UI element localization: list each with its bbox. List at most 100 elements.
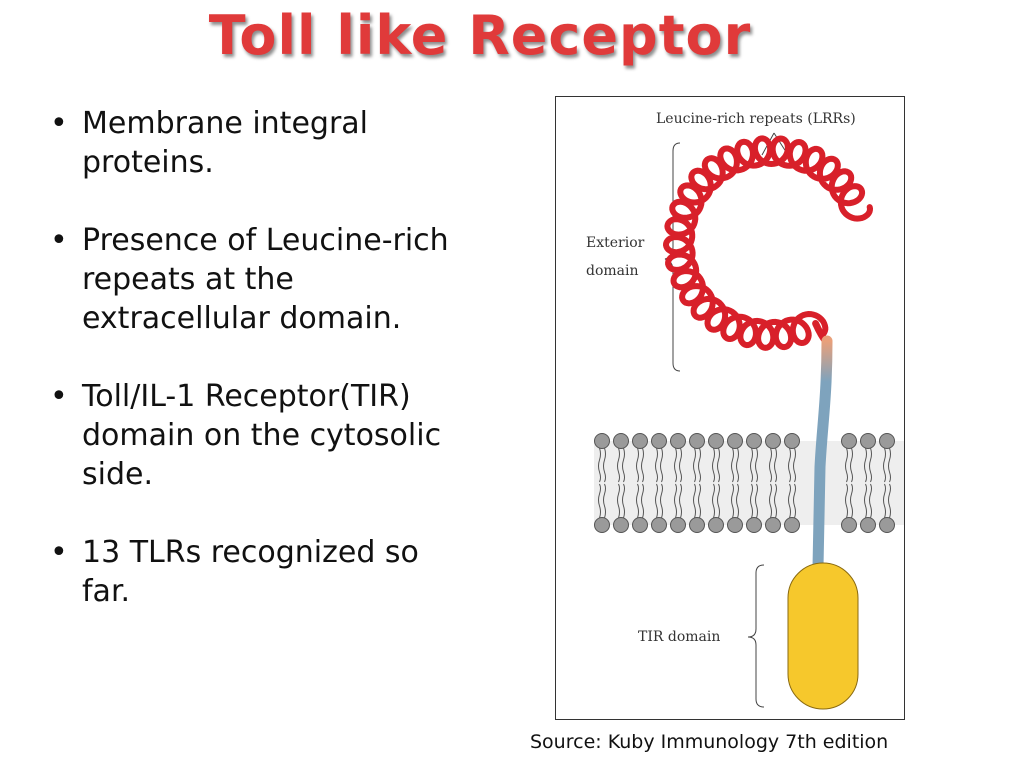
lipid-tail [769, 447, 772, 483]
lipid-tail [603, 483, 606, 519]
lipid-tail [717, 447, 720, 483]
lipid-tail [622, 483, 625, 519]
lipid-tail [774, 483, 777, 519]
lipid-tail [617, 483, 620, 519]
lipid-head [784, 517, 800, 533]
tir-domain-shape [787, 562, 859, 710]
lipid-head [651, 517, 667, 533]
lipid-tail [731, 447, 734, 483]
lipid-tail [774, 447, 777, 483]
bullet-dot: • [50, 106, 68, 141]
bullet-list: • Membrane integral proteins. • Presence o… [50, 104, 450, 650]
lipid-head [594, 433, 610, 449]
lipid-head [841, 433, 857, 449]
lipid-head [860, 517, 876, 533]
slide-title: Toll like Receptor [208, 4, 752, 67]
lipid-head [765, 433, 781, 449]
lipid-head [670, 517, 686, 533]
lipid-tail [693, 483, 696, 519]
bullet-text: 13 TLRs recognized so far. [82, 535, 419, 609]
lipid-tail [660, 483, 663, 519]
bullet-dot: • [50, 223, 68, 258]
lipid-tail [698, 447, 701, 483]
exterior-label-line1: Exterior [586, 235, 645, 251]
lipid-tail [869, 483, 872, 519]
bullet-dot: • [50, 535, 68, 570]
bullet-text: Toll/IL-1 Receptor(TIR) domain on the cy… [82, 379, 442, 492]
lipid-tail [883, 447, 886, 483]
lipid-tail [755, 447, 758, 483]
lipid-tail [679, 447, 682, 483]
lipid-head [727, 517, 743, 533]
lipid-tail [679, 483, 682, 519]
lipid-tail [850, 483, 853, 519]
lipid-tail [693, 447, 696, 483]
bullet-item: •Toll/IL-1 Receptor(TIR) domain on the c… [50, 377, 450, 494]
bullet-item: • Presence of Leucine-rich repeats at the… [50, 221, 450, 338]
lipid-head [879, 517, 895, 533]
lipid-head [708, 517, 724, 533]
lipid-tail [717, 483, 720, 519]
membrane-core [594, 441, 904, 525]
lipid-tail [598, 483, 601, 519]
lipid-tail [674, 483, 677, 519]
lipid-tail [845, 447, 848, 483]
lipid-head [784, 433, 800, 449]
lipid-tail [660, 447, 663, 483]
lipid-tail [883, 483, 886, 519]
lipid-tail [617, 447, 620, 483]
bullet-text: Membrane integral proteins. [82, 106, 368, 180]
lipid-tail [622, 447, 625, 483]
lipid-head [841, 517, 857, 533]
lipid-head [879, 433, 895, 449]
lipid-head [632, 517, 648, 533]
lipid-head [689, 517, 705, 533]
lipid-tail [888, 483, 891, 519]
lipid-tail [636, 483, 639, 519]
lipid-tail [641, 483, 644, 519]
lipid-head [632, 433, 648, 449]
lipid-tail [793, 483, 796, 519]
lipid-tail [888, 447, 891, 483]
lrr-coil [662, 135, 874, 351]
lipid-tail [698, 483, 701, 519]
bullet-item: • 13 TLRs recognized so far. [50, 533, 450, 611]
lipid-tail [769, 483, 772, 519]
exterior-label-line2: domain [586, 263, 639, 279]
lipid-tail [712, 447, 715, 483]
lipid-tail [674, 447, 677, 483]
tlr-diagram-svg: Leucine-rich repeats (LRRs) Exterior dom… [586, 111, 904, 710]
source-citation: Source: Kuby Immunology 7th edition [530, 731, 889, 753]
lipid-head [613, 433, 629, 449]
lipid-head [670, 433, 686, 449]
lipid-tail [850, 447, 853, 483]
lipid-tail [636, 447, 639, 483]
lipid-tail [793, 447, 796, 483]
lipid-tail [788, 483, 791, 519]
lipid-tail [736, 447, 739, 483]
bullet-text: Presence of Leucine-rich repeats at the … [82, 223, 449, 336]
lipid-head [746, 517, 762, 533]
lipid-head [708, 433, 724, 449]
exterior-bracket [664, 142, 681, 372]
lipid-tail [655, 447, 658, 483]
lipid-head [689, 433, 705, 449]
lipid-tail [864, 483, 867, 519]
lipid-head [727, 433, 743, 449]
lipid-tail [603, 447, 606, 483]
lipid-tail [864, 447, 867, 483]
lipid-head [613, 517, 629, 533]
lipid-tail [712, 483, 715, 519]
lrr-label: Leucine-rich repeats (LRRs) [656, 111, 856, 127]
lipid-tail [788, 447, 791, 483]
tir-bracket [747, 564, 765, 708]
tir-label: TIR domain [638, 629, 720, 645]
lipid-tail [750, 447, 753, 483]
lipid-head [765, 517, 781, 533]
lipid-tail [736, 483, 739, 519]
lipid-head [746, 433, 762, 449]
lipid-tail [641, 447, 644, 483]
lipid-bilayer [594, 433, 904, 533]
lipid-tail [731, 483, 734, 519]
lipid-head [651, 433, 667, 449]
